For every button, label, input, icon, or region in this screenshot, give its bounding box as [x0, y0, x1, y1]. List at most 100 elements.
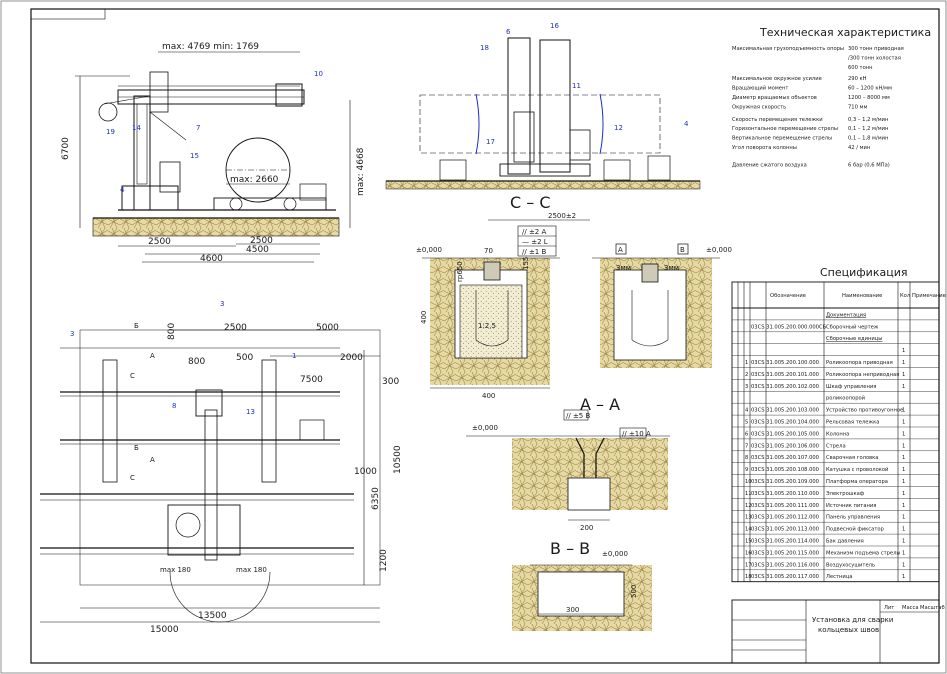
label-height-6700: 6700: [61, 137, 71, 160]
section-bb-title: В – В: [550, 539, 590, 558]
callout-10: 10: [314, 70, 323, 78]
spec-qty: 1: [902, 443, 905, 449]
spec-code: 03СS 31.005.200.107.000: [751, 455, 819, 461]
tech-row-label: Давление сжатого воздуха: [732, 162, 807, 168]
section-c-mark: С: [130, 372, 135, 380]
label-dim-2500-tol: 2500±2: [548, 212, 576, 220]
callout-18: 18: [480, 44, 489, 52]
spec-name: Воздухосушитель: [826, 562, 875, 568]
section-b-mark-lower: Б: [134, 444, 139, 452]
label-dim-800a: 800: [188, 357, 205, 367]
spec-code: 03СS 31.005.200.102.000: [751, 384, 819, 390]
spec-code: 03СS 31.005.200.115.000: [751, 550, 819, 556]
callout-19: 19: [106, 128, 115, 136]
spec-code: 03СS 31.005.200.103.000: [751, 408, 819, 414]
label-dim-4500: 4500: [246, 245, 269, 255]
spec-pos: 2: [745, 372, 748, 378]
spec-code: 03СS 31.005.200.109.000: [751, 479, 819, 485]
label-dim-1200: 1200: [379, 549, 389, 572]
tech-row-label: Горизонтальное перемещение стрелы: [732, 126, 838, 132]
tech-row-label: Угол поворота колонны: [732, 145, 797, 151]
callout-6: 6: [506, 28, 511, 36]
top-left-stamp: [30, 8, 106, 20]
label-diameter-max: max: 2660: [230, 175, 279, 185]
spec-pos: 12: [745, 503, 752, 509]
title-stage-header: Лит: [884, 605, 894, 611]
spec-qty: 1: [902, 491, 905, 497]
level-zero-cc-left: ±0,000: [416, 246, 442, 254]
spec-name: Рельсовая тележка: [826, 420, 879, 426]
label-dim-10500: 10500: [393, 445, 403, 474]
label-dim-300: 300: [382, 377, 399, 387]
spec-qty: 1: [902, 360, 905, 366]
section-cc-title: С – С: [510, 193, 551, 212]
spec-name: Лестница: [826, 574, 852, 580]
label-max-180-left: max 180: [160, 566, 191, 574]
tolerance-a: // ±2 A: [522, 228, 546, 236]
label-max-180-right: max 180: [236, 566, 267, 574]
spec-qty: 1: [902, 503, 905, 509]
spec-code: 03СS 31.005.200.113.000: [751, 527, 819, 533]
tech-row-label: Окружная скорость: [732, 104, 786, 110]
spec-code: 03СS 31.005.200.112.000: [751, 515, 819, 521]
label-dim-155: 155: [522, 257, 530, 270]
label-boom-travel: max: 4769 min: 1769: [162, 42, 259, 52]
callout-4: 4: [120, 186, 125, 194]
tolerance-5b: // ±5 B: [566, 412, 590, 420]
spec-qty: 1: [902, 562, 905, 568]
spec-title: Спецификация: [820, 266, 907, 279]
label-dim-800b: 800: [167, 323, 177, 340]
spec-pos: 3: [745, 384, 748, 390]
label-3mm-left: 3мм: [616, 264, 631, 272]
tech-row-value: /300 тонн холостая: [848, 55, 901, 61]
label-dim-7500: 7500: [300, 375, 323, 385]
label-dim-5000: 5000: [316, 323, 339, 333]
spec-qty: 1: [902, 527, 905, 533]
spec-name: Электрошкаф: [826, 491, 865, 497]
spec-code: 03СS 31.005.200.110.000: [751, 491, 819, 497]
side-elevation-view: [75, 51, 351, 263]
spec-name: Платформа оператора: [826, 479, 888, 485]
datum-a: A: [618, 246, 623, 254]
label-dim-500-bb: 500: [630, 585, 638, 598]
tech-row-value: 600 тонн: [848, 65, 873, 71]
spec-name: Документация: [826, 312, 866, 318]
spec-pos: 15: [745, 539, 752, 545]
section-c-mark-lower: С: [130, 474, 135, 482]
spec-pos: 8: [745, 455, 748, 461]
tech-row-label: Вертикальное перемещение стрелы: [732, 136, 832, 142]
label-dim-400-h: 400: [482, 392, 495, 400]
label-dim-500: 500: [236, 353, 253, 363]
spec-code: 03СS 31.005.200.104.000: [751, 420, 819, 426]
spec-qty: 1: [902, 420, 905, 426]
label-3mm-right: 3мм: [664, 264, 679, 272]
tech-row-label: Максимальное окружное усилие: [732, 76, 822, 82]
spec-header-cell: Примечание: [912, 293, 946, 299]
callout-1: 1: [292, 352, 296, 360]
section-cc-drawing: [422, 219, 720, 389]
spec-name: Стрела: [826, 443, 846, 449]
tech-row-value: 1200 – 8000 мм: [848, 95, 890, 101]
tech-row-value: 0,3 – 1,2 м/мин: [848, 117, 888, 123]
spec-name: Роликоопора приводная: [826, 360, 893, 366]
tech-row-label: Вращающий момент: [732, 85, 788, 92]
spec-code: 03СS 31.005.200.116.000: [751, 562, 819, 568]
spec-header-cell: Кол: [900, 293, 910, 299]
callout-11: 11: [572, 82, 581, 90]
spec-qty: 1: [902, 550, 905, 556]
spec-name: Шкаф управления: [826, 384, 876, 390]
spec-code: 03СS 31.005.200.101.000: [751, 372, 819, 378]
spec-name: Колонна: [826, 431, 849, 437]
spec-qty: 1: [902, 455, 905, 461]
callout-7: 7: [196, 124, 200, 132]
spec-qty: 1: [902, 467, 905, 473]
callout-17: 17: [486, 138, 495, 146]
tech-row-value: 0,1 – 1,8 м/мин: [848, 136, 888, 142]
level-zero-cc-right: ±0,000: [706, 246, 732, 254]
section-bb-drawing: [512, 564, 652, 631]
spec-pos: 5: [745, 420, 748, 426]
spec-qty: 1: [902, 348, 905, 354]
spec-name: Сварочная головка: [826, 455, 879, 461]
